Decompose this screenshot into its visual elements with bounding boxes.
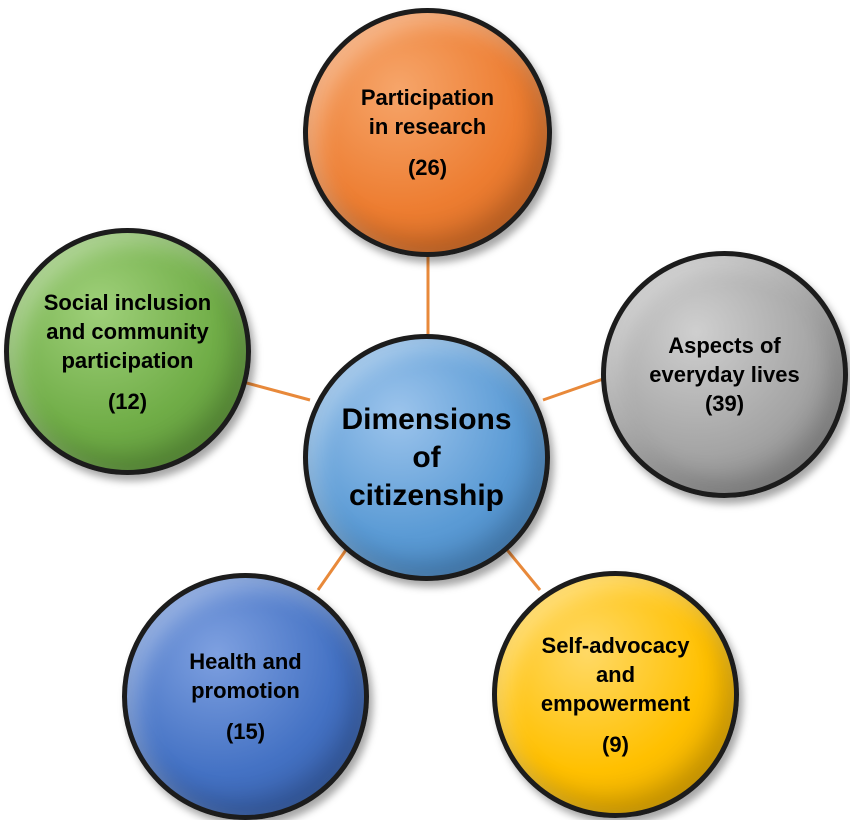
node-label: Health and promotion (189, 649, 302, 703)
center-label: Dimensions of citizenship (341, 402, 512, 512)
node-count: (39) (704, 391, 745, 416)
node-health-and-promotion: Health and promotion (15) (122, 573, 369, 820)
connector-right (542, 376, 607, 402)
node-social-inclusion: Social inclusion and community participa… (4, 228, 251, 475)
node-count: (12) (107, 388, 148, 414)
node-aspects-of-everyday-lives: Aspects of everyday lives (39) (601, 251, 848, 498)
node-count: (26) (407, 155, 448, 180)
connector-left (242, 380, 311, 402)
node-participation-in-research: Participation in research (26) (303, 8, 552, 257)
node-count: (15) (225, 719, 266, 744)
node-label: Participation in research (360, 85, 495, 139)
node-label: Aspects of everyday lives (649, 333, 800, 387)
node-self-advocacy: Self-advocacy and empowerment (9) (492, 571, 739, 818)
node-label: Self-advocacy and empowerment (540, 632, 691, 716)
node-count: (9) (602, 731, 629, 757)
node-dimensions-of-citizenship: Dimensions of citizenship (303, 334, 550, 581)
node-label: Social inclusion and community participa… (43, 289, 212, 373)
